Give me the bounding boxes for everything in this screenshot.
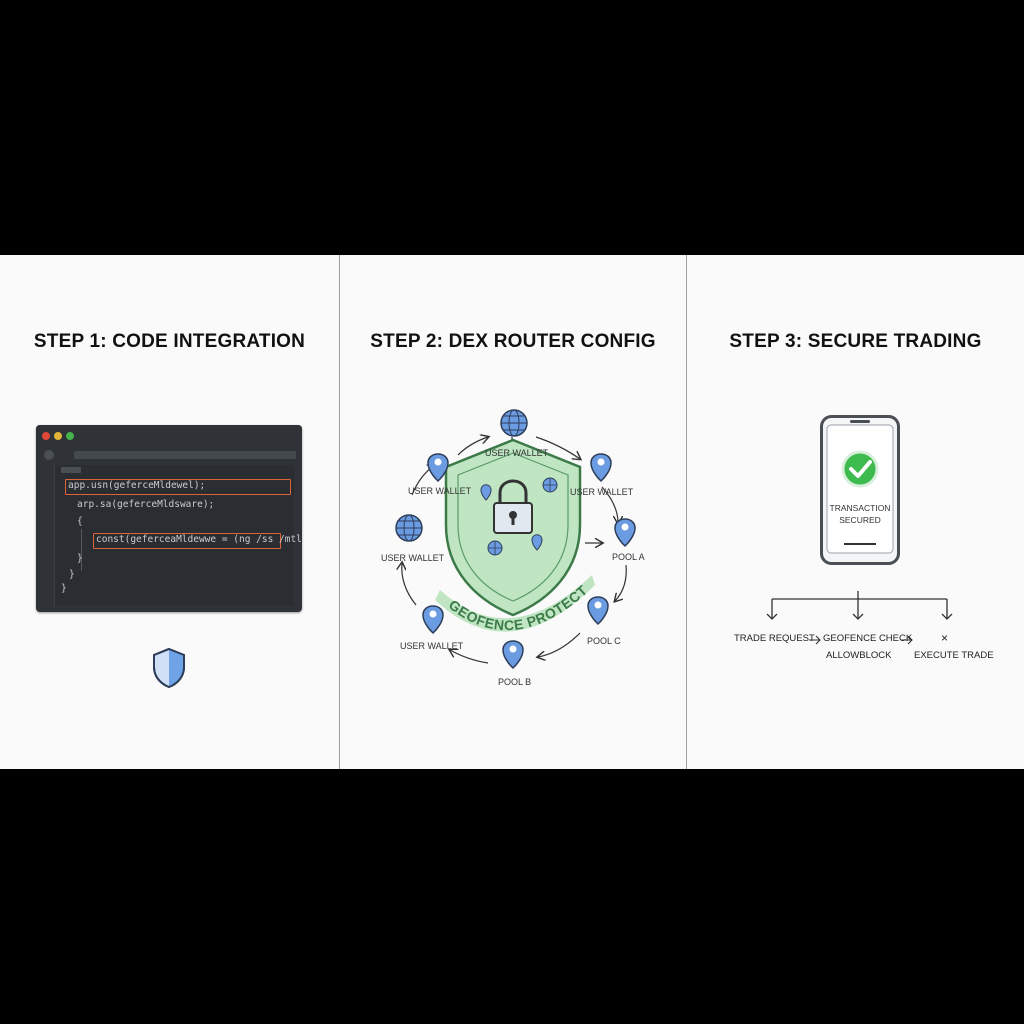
arrow-4 [601, 486, 618, 523]
maximize-dot-icon[interactable] [66, 432, 74, 440]
node-label-user-wallet-bottom-left: USER WALLET [400, 641, 464, 651]
code-line-7: } [61, 583, 67, 594]
code-line-6: } [69, 569, 75, 580]
step1-panel: STEP 1: CODE INTEGRATION app.usn(geferce… [0, 255, 340, 769]
code-line-3: { [77, 516, 83, 527]
toolbar-address-field[interactable] [74, 451, 296, 459]
close-dot-icon[interactable] [42, 432, 50, 440]
phone-status-line1: TRANSACTION [829, 503, 891, 513]
branch-connector [766, 591, 953, 620]
node-label-user-wallet-left: USER WALLET [381, 553, 445, 563]
step1-title: STEP 1: CODE INTEGRATION [33, 331, 306, 352]
phone-status-line2: SECURED [839, 515, 881, 525]
flow-execute-trade: EXECUTE TRADE [914, 650, 994, 661]
globe-icon-top [500, 409, 528, 437]
arrow-8 [450, 650, 489, 664]
steps-band: STEP 1: CODE INTEGRATION app.usn(geferce… [0, 255, 1024, 769]
arrow-right-icon-2 [901, 635, 913, 645]
node-label-user-wallet-right-top: USER WALLET [570, 487, 634, 497]
lock-icon [493, 479, 533, 534]
shield-icon [153, 647, 185, 689]
indent-guide [81, 529, 82, 571]
small-globe-icon-2 [487, 540, 503, 556]
flow-geofence-check: GEOFENCE CHECK [823, 633, 913, 644]
step3-title: STEP 3: SECURE TRADING [729, 331, 982, 352]
gutter-marker [61, 467, 81, 473]
small-pin-icon [480, 484, 492, 501]
arrow-9 [402, 563, 417, 606]
step2-panel: STEP 2: DEX ROUTER CONFIG [340, 255, 687, 769]
code-editor-window: app.usn(geferceMldewel); arp.sa(geferceM… [36, 425, 302, 612]
pin-icon-bottom-left [422, 605, 444, 635]
pin-icon-pool-a [614, 518, 636, 548]
arrow-1 [457, 437, 488, 456]
window-titlebar [36, 425, 302, 447]
arrow-right-icon [809, 635, 821, 645]
flow-allow-block: ALLOWBLOCK [826, 650, 892, 661]
router-diagram: GEOFENCE PROTECTION [340, 395, 636, 670]
highlight-box-2 [93, 533, 281, 549]
globe-icon-left [395, 514, 423, 542]
node-label-pool-a: POOL A [612, 552, 645, 562]
geofence-arc [435, 575, 595, 632]
small-pin-icon-2 [531, 534, 543, 551]
highlight-box-1 [65, 479, 291, 495]
code-line-4: const(geferceaMldewwe = (ng /ss /mtl ~) [96, 534, 302, 545]
editor-toolbar [44, 450, 296, 460]
code-body[interactable]: app.usn(geferceMldewel); arp.sa(geferceM… [54, 465, 302, 606]
code-line-1: app.usn(geferceMldewel); [68, 480, 206, 491]
arrow-7 [538, 632, 581, 657]
step2-title: STEP 2: DEX ROUTER CONFIG [370, 331, 656, 352]
small-globe-icon [542, 477, 558, 493]
pin-icon-pool-b [502, 640, 524, 670]
pin-icon-right-top [590, 453, 612, 483]
x-mark-icon: × [941, 631, 949, 645]
node-label-pool-c: POOL C [587, 636, 621, 646]
flow-trade-request: TRADE REQUEST [734, 633, 815, 644]
toolbar-button-icon[interactable] [44, 450, 54, 460]
pin-icon-left-top [427, 453, 449, 483]
code-line-2: arp.sa(geferceMldsware); [77, 499, 215, 510]
step3-panel: STEP 3: SECURE TRADING TRANSACTION SECUR… [687, 255, 1024, 769]
node-label-user-wallet-left-top: USER WALLET [408, 486, 472, 496]
node-label-pool-b: POOL B [498, 677, 532, 687]
code-line-5: } [77, 553, 83, 564]
minimize-dot-icon[interactable] [54, 432, 62, 440]
checkmark-circle-icon [841, 450, 879, 488]
phone-device [820, 415, 900, 565]
arrow-6 [615, 564, 627, 601]
pin-icon-pool-c [587, 596, 609, 626]
node-label-user-wallet-top: USER WALLET [485, 448, 549, 458]
arrow-3 [535, 436, 580, 459]
